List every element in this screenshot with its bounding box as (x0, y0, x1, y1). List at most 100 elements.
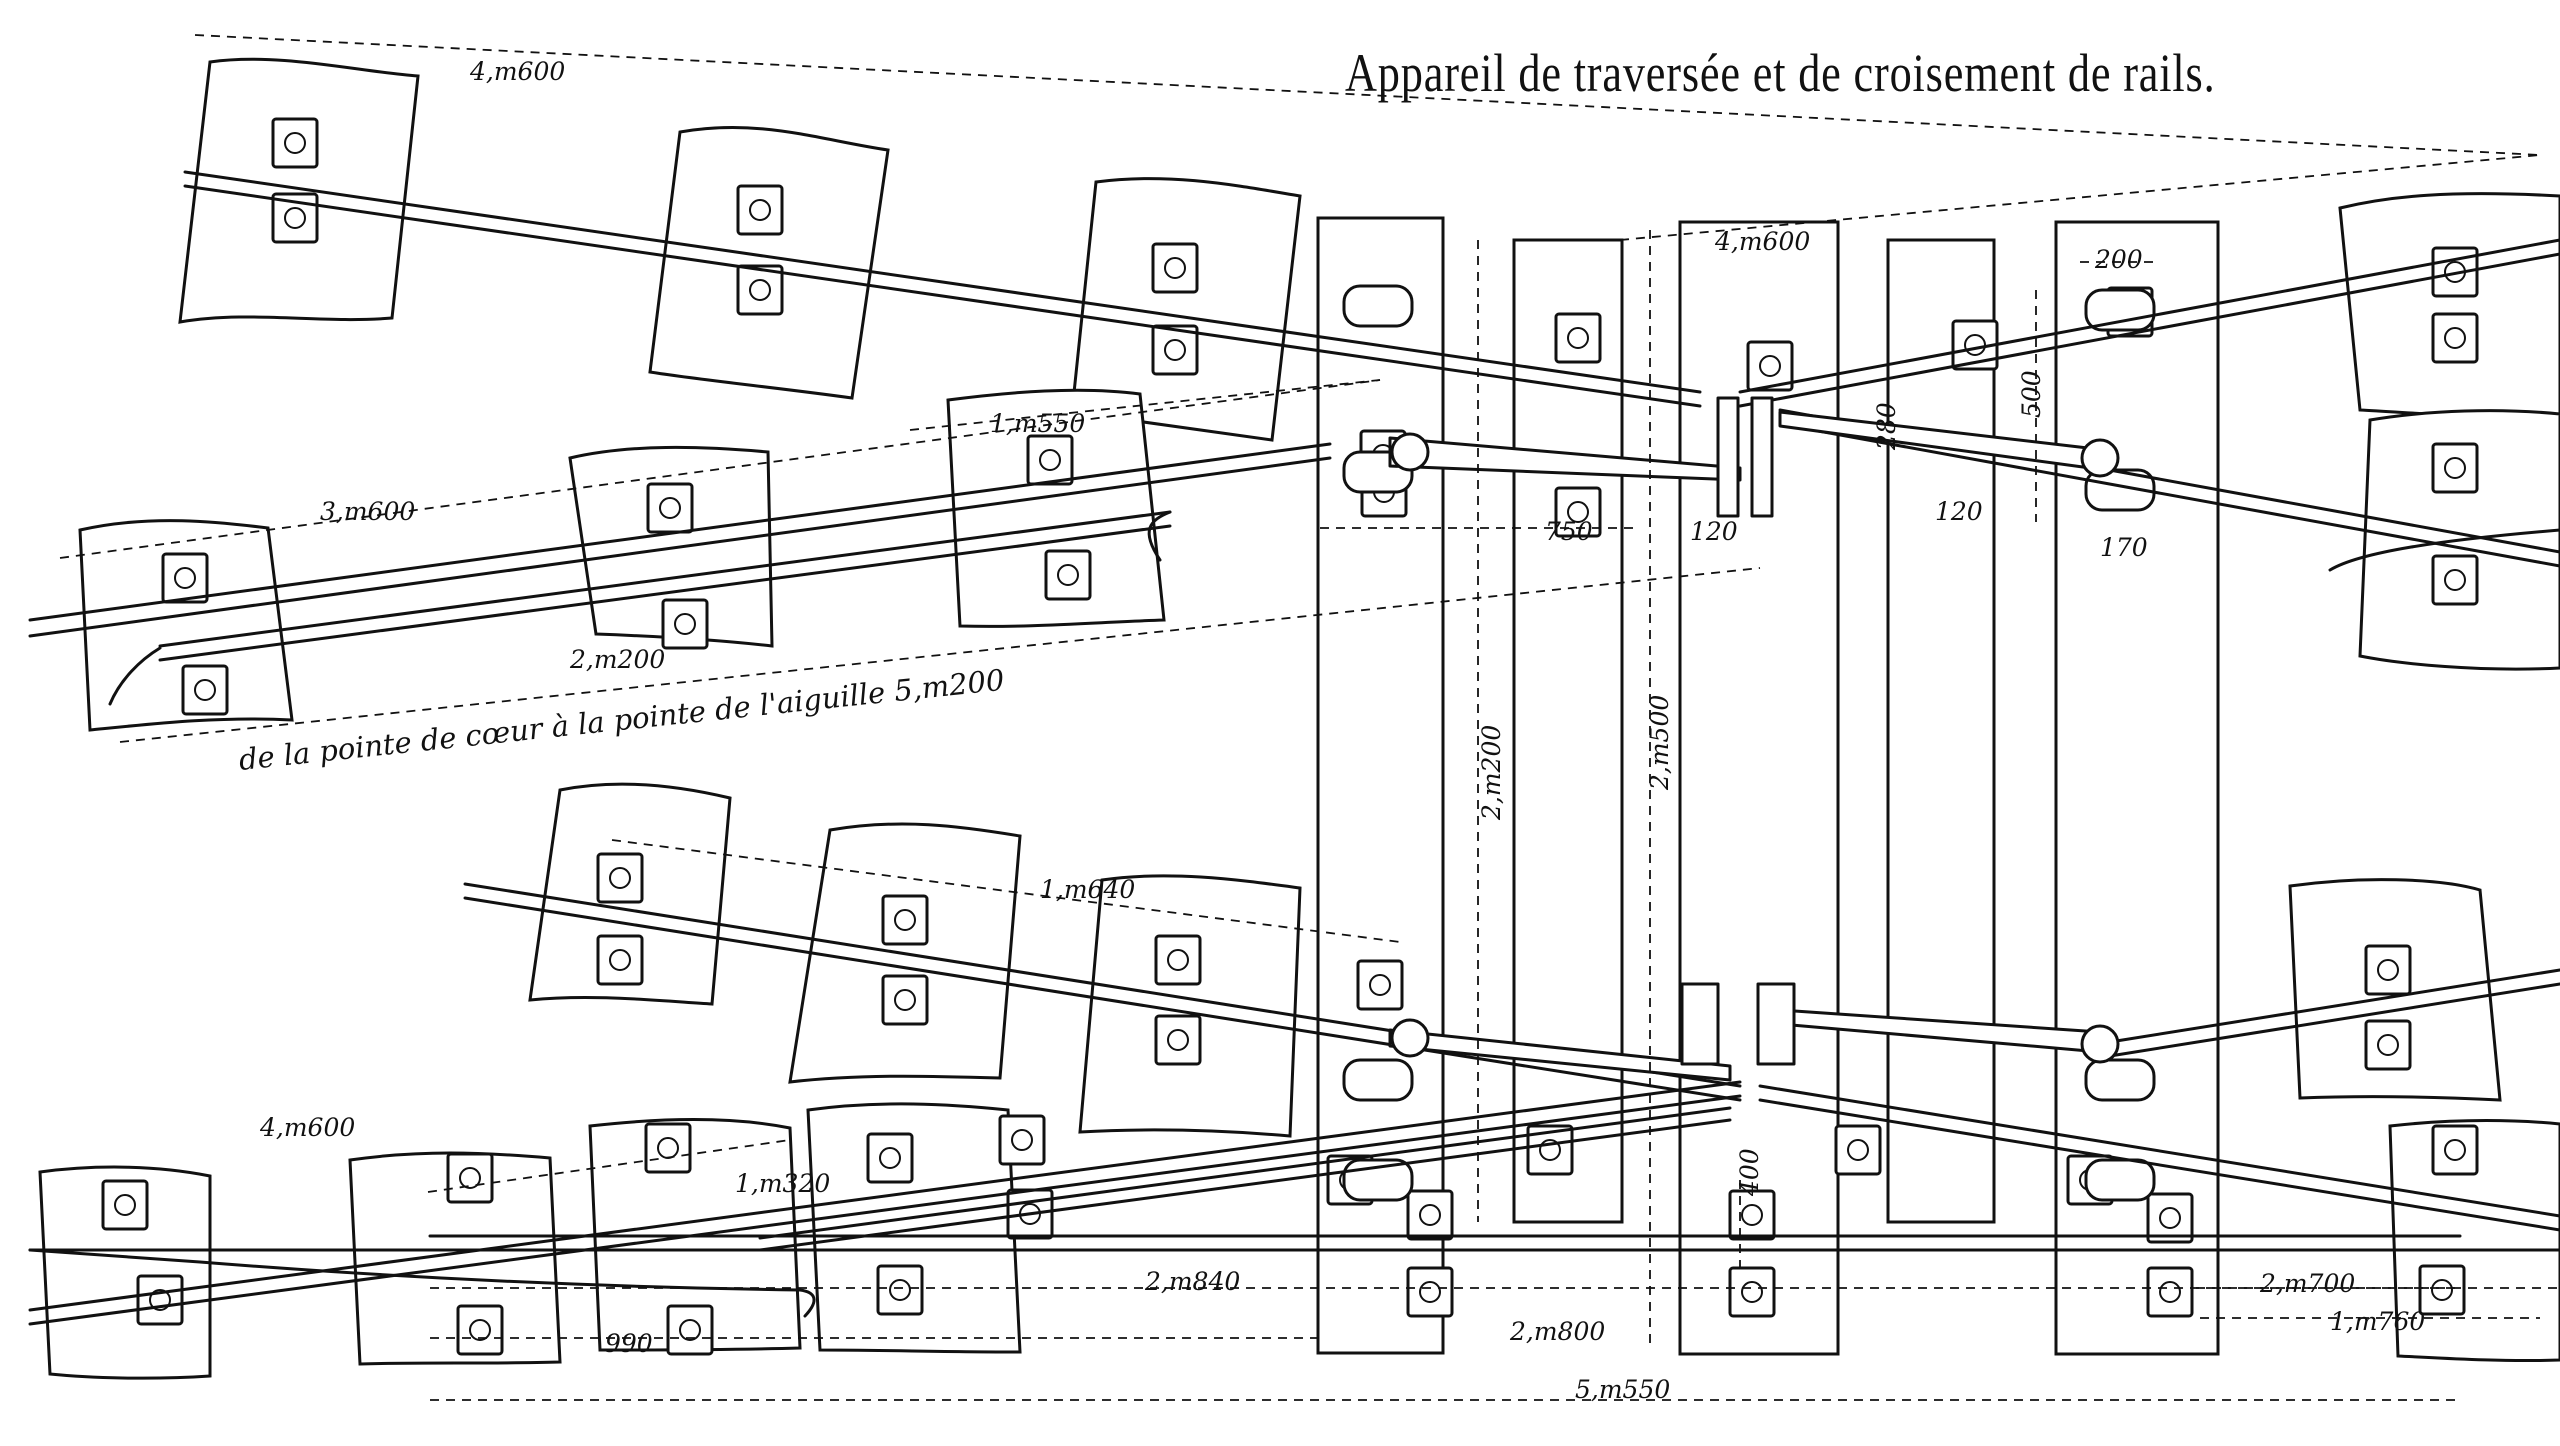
bolt-head (2444, 1139, 2466, 1161)
bolt-plate (596, 852, 644, 904)
bolt-head (2444, 569, 2466, 591)
bolt-plate (1834, 1124, 1882, 1176)
dim-label: 400 (1735, 1148, 1764, 1197)
bolt-plate (736, 264, 784, 316)
bolt-plate (2364, 1019, 2412, 1071)
tie-block (568, 445, 774, 648)
bolt-plate (1554, 312, 1602, 364)
bolt-head (284, 207, 306, 229)
bolt-head (679, 1319, 701, 1341)
bolt-plate (2146, 1192, 2194, 1244)
sleeper-4 (1886, 238, 1996, 1224)
rail-lower-rising-2 (758, 1106, 1732, 1240)
dim-label: 200 (2094, 245, 2143, 274)
dim-label: 280 (1872, 402, 1901, 451)
dim-label: 750 (1545, 517, 1593, 546)
lower-rails (28, 882, 2560, 1326)
bolt-head (1167, 1029, 1189, 1051)
bolt-plate (2146, 1266, 2194, 1318)
bolt-head (284, 132, 306, 154)
bolt-head (2159, 1207, 2181, 1229)
frog-plate (1716, 396, 1740, 518)
dim-label: 170 (2100, 533, 2148, 562)
bolt-head (1539, 1139, 1561, 1161)
bolt-plate (446, 1152, 494, 1204)
dim-label: 1,m760 (2330, 1307, 2425, 1336)
bolt-plate (1151, 324, 1199, 376)
fishplate-slot (1342, 1058, 1414, 1102)
bolt-head (2444, 327, 2466, 349)
dim-label: 1,m640 (1040, 875, 1135, 904)
rail-upper-right (1738, 238, 2560, 394)
rail-upper-wing (158, 524, 1172, 662)
tie-block (78, 519, 294, 732)
dim-label: 2,m200 (569, 645, 665, 674)
bolt-head (1419, 1281, 1441, 1303)
bolt-plate (998, 1114, 1046, 1166)
bolt-plate (101, 1179, 149, 1231)
bolt-plate (1044, 549, 1092, 601)
dim-label: 500 (2017, 370, 2046, 418)
switch-point-lower-left (1388, 1028, 1732, 1082)
bolt-plate (736, 184, 784, 236)
rail-lower-right-up (2108, 982, 2560, 1058)
bolt-head (1567, 327, 1589, 349)
rail-lower-rising (28, 1094, 1742, 1326)
bolt-head (1964, 334, 1986, 356)
tie-block (648, 126, 890, 400)
bolt-plate (596, 934, 644, 986)
dim-label: 4,m600 (469, 57, 565, 86)
frog-plate (1680, 982, 1720, 1066)
rail-flare (798, 1288, 816, 1318)
pivot-joint (2080, 1024, 2120, 1064)
dim-label: 990 (605, 1329, 653, 1358)
bolt-head (609, 949, 631, 971)
bolt-plate (661, 598, 709, 650)
bolt-plate (2431, 554, 2479, 606)
rail-upper-left-straight (183, 170, 1702, 394)
bolt-head (1011, 1129, 1033, 1151)
bolt-head (1164, 339, 1186, 361)
bolt-head (2377, 959, 2399, 981)
rail-flare (28, 1248, 802, 1292)
pivot-joint (1390, 432, 1430, 472)
bolt-plate (1154, 1014, 1202, 1066)
pivot-joint (2080, 438, 2120, 478)
dim-line (59, 379, 1381, 559)
frog-plate (1750, 396, 1774, 518)
fishplate-slot (2084, 468, 2156, 512)
bolt-plate (1526, 1124, 1574, 1176)
bolt-head (1847, 1139, 1869, 1161)
dim-line (1619, 154, 2541, 241)
dim-line (427, 1139, 791, 1193)
bolt-plate (2431, 442, 2479, 494)
dim-line (119, 567, 1761, 743)
dim-label: 2,m500 (1645, 695, 1674, 791)
dim-line (194, 34, 2541, 156)
bolt-head (749, 279, 771, 301)
bolt-plate (1746, 340, 1794, 392)
bolt-head (1567, 501, 1589, 523)
dim-label: 2,m200 (1477, 725, 1506, 821)
bolt-head (749, 199, 771, 221)
bolt-head (1741, 1204, 1763, 1226)
bolt-head (1419, 1204, 1441, 1226)
rail-upper-right (1738, 252, 2560, 408)
bolt-plate (2431, 1124, 2479, 1176)
fishplate-slot (1342, 284, 1414, 328)
tie-block (1078, 874, 1302, 1138)
rail-flare (1147, 510, 1172, 562)
dim-label: 2,m700 (2259, 1269, 2355, 1298)
dim-label: 1,m550 (990, 409, 1085, 438)
bolt-plate (456, 1304, 504, 1356)
dim-label: 1,m320 (735, 1169, 830, 1198)
bolt-plate (161, 552, 209, 604)
pivot-joint (1390, 1018, 1430, 1058)
point-note: de la pointe de cœur à la pointe de l'ai… (237, 663, 1006, 777)
bolt-head (1741, 1281, 1763, 1303)
bolt-plate (136, 1274, 184, 1326)
bolt-plate (666, 1304, 714, 1356)
fishplate-slot (2084, 1058, 2156, 1102)
bolt-head (1164, 257, 1186, 279)
